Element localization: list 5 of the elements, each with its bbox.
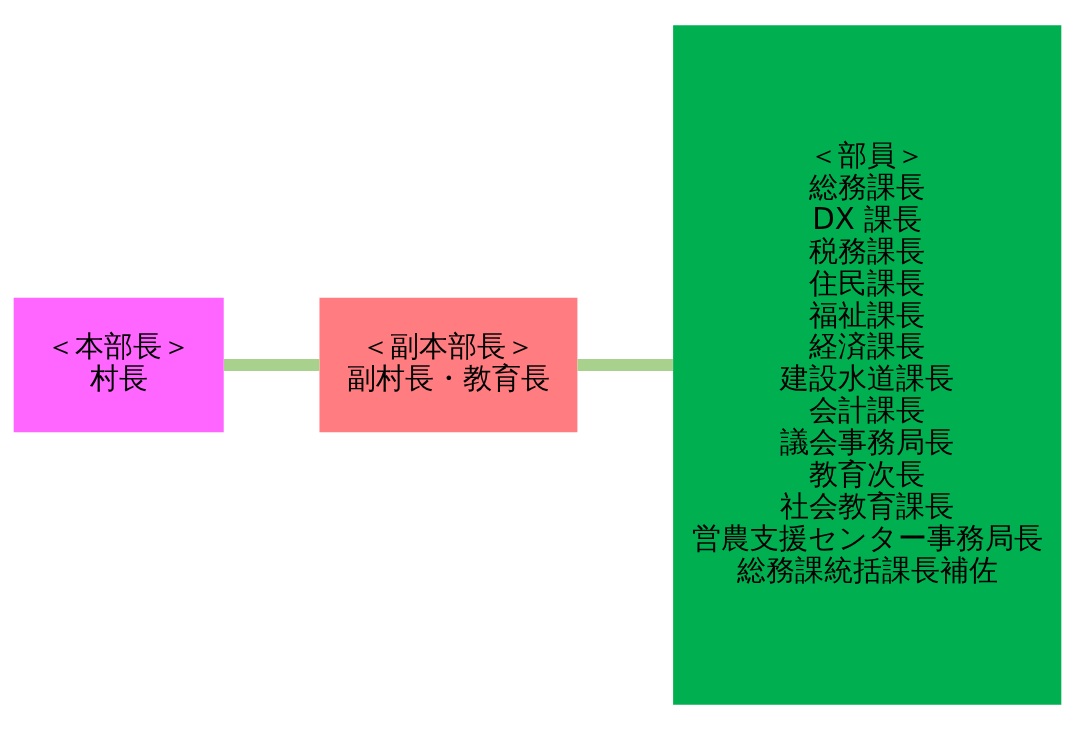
connector [577, 358, 673, 371]
connector [223, 358, 320, 371]
node-box: ＜副本部長＞ 副村長・教育長 [319, 297, 578, 432]
node-box: ＜部員＞ 総務課長 DX 課長 税務課長 住民課長 福祉課長 経済課長 建設水道課長 会計課長 議会事務局長 教育次長 社会教育課長 営農支援センター事務局長 総務課統括課長補佐 [673, 24, 1062, 705]
node-box: ＜本部長＞ 村長 [13, 297, 224, 432]
